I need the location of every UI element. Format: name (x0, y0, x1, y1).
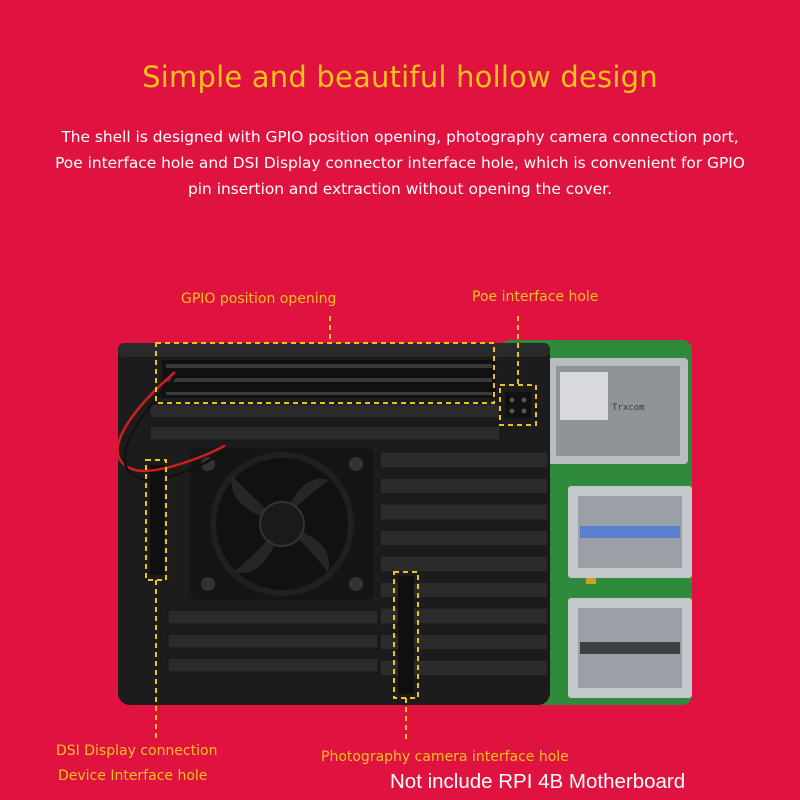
headline: Simple and beautiful hollow design (142, 60, 658, 94)
camera-callout-label: Photography camera interface hole (321, 749, 569, 765)
usb-port-lower (568, 598, 692, 698)
dsi-callout-label-line-1: DSI Display connection (56, 743, 218, 759)
gpio-highlight-box (155, 342, 495, 404)
poe-callout-label: Poe interface hole (472, 289, 599, 305)
fan-wires (116, 371, 229, 481)
usb-port-upper (568, 486, 692, 578)
description-line-3: pin insertion and extraction without ope… (188, 180, 612, 198)
description-line-2: Poe interface hole and DSI Display conne… (55, 154, 745, 172)
svg-text:Trxcom: Trxcom (612, 403, 645, 413)
poe-highlight-box (499, 384, 537, 426)
dsi-callout-label-line-2: Device Interface hole (58, 768, 208, 784)
description-line-1: The shell is designed with GPIO position… (61, 128, 739, 146)
dsi-highlight-box (145, 459, 167, 581)
description: The shell is designed with GPIO position… (10, 124, 790, 202)
gpio-callout-label: GPIO position opening (181, 291, 337, 307)
cooling-fan (190, 448, 374, 600)
ethernet-port: Trxcom (548, 358, 688, 464)
bottom-note: Not include RPI 4B Motherboard (390, 770, 686, 793)
